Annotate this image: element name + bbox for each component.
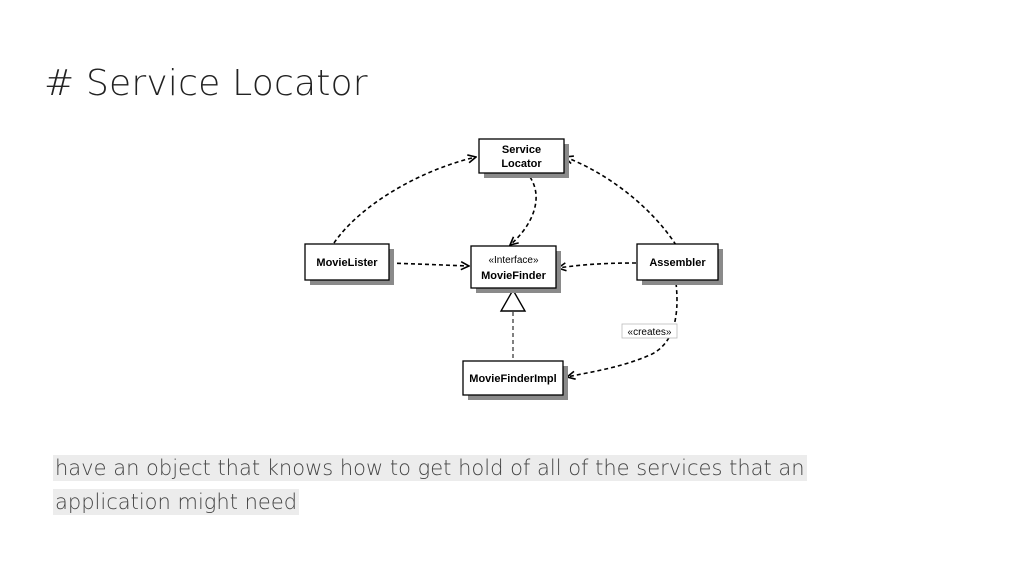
slide-title: # Service Locator — [44, 63, 368, 104]
assembler-to-locator-arrow — [565, 157, 677, 246]
service-locator-label-line1: Service — [502, 144, 541, 156]
lister-to-locator-arrow — [333, 157, 476, 244]
caption: have an object that knows how to get hol… — [53, 451, 953, 519]
movie-finder-label: MovieFinder — [481, 270, 547, 282]
assembler-creates-impl-arrow — [567, 282, 678, 377]
assembler-to-finder-arrow — [558, 262, 637, 268]
assembler-class: Assembler — [636, 243, 723, 285]
service-locator-label-line2: Locator — [501, 158, 542, 170]
creates-label-box — [621, 323, 678, 339]
movie-finder-interface: «Interface» MovieFinder — [470, 245, 561, 293]
movie-finder-impl-label: MovieFinderImpl — [469, 373, 556, 385]
realization-triangle — [499, 288, 527, 312]
movie-lister-class: MovieLister — [304, 243, 394, 285]
movie-finder-impl-class: MovieFinderImpl — [462, 360, 568, 400]
service-locator-class: Service Locator — [478, 138, 569, 178]
caption-line-2: application might need — [53, 489, 300, 515]
caption-line-1: have an object that knows how to get hol… — [53, 455, 807, 481]
interface-stereotype-label: «Interface» — [488, 255, 538, 266]
creates-label: «creates» — [628, 327, 672, 338]
assembler-label: Assembler — [649, 257, 706, 269]
movie-lister-label: MovieLister — [316, 257, 378, 269]
lister-to-finder-arrow — [389, 263, 469, 266]
locator-to-finder-arrow — [510, 176, 537, 245]
